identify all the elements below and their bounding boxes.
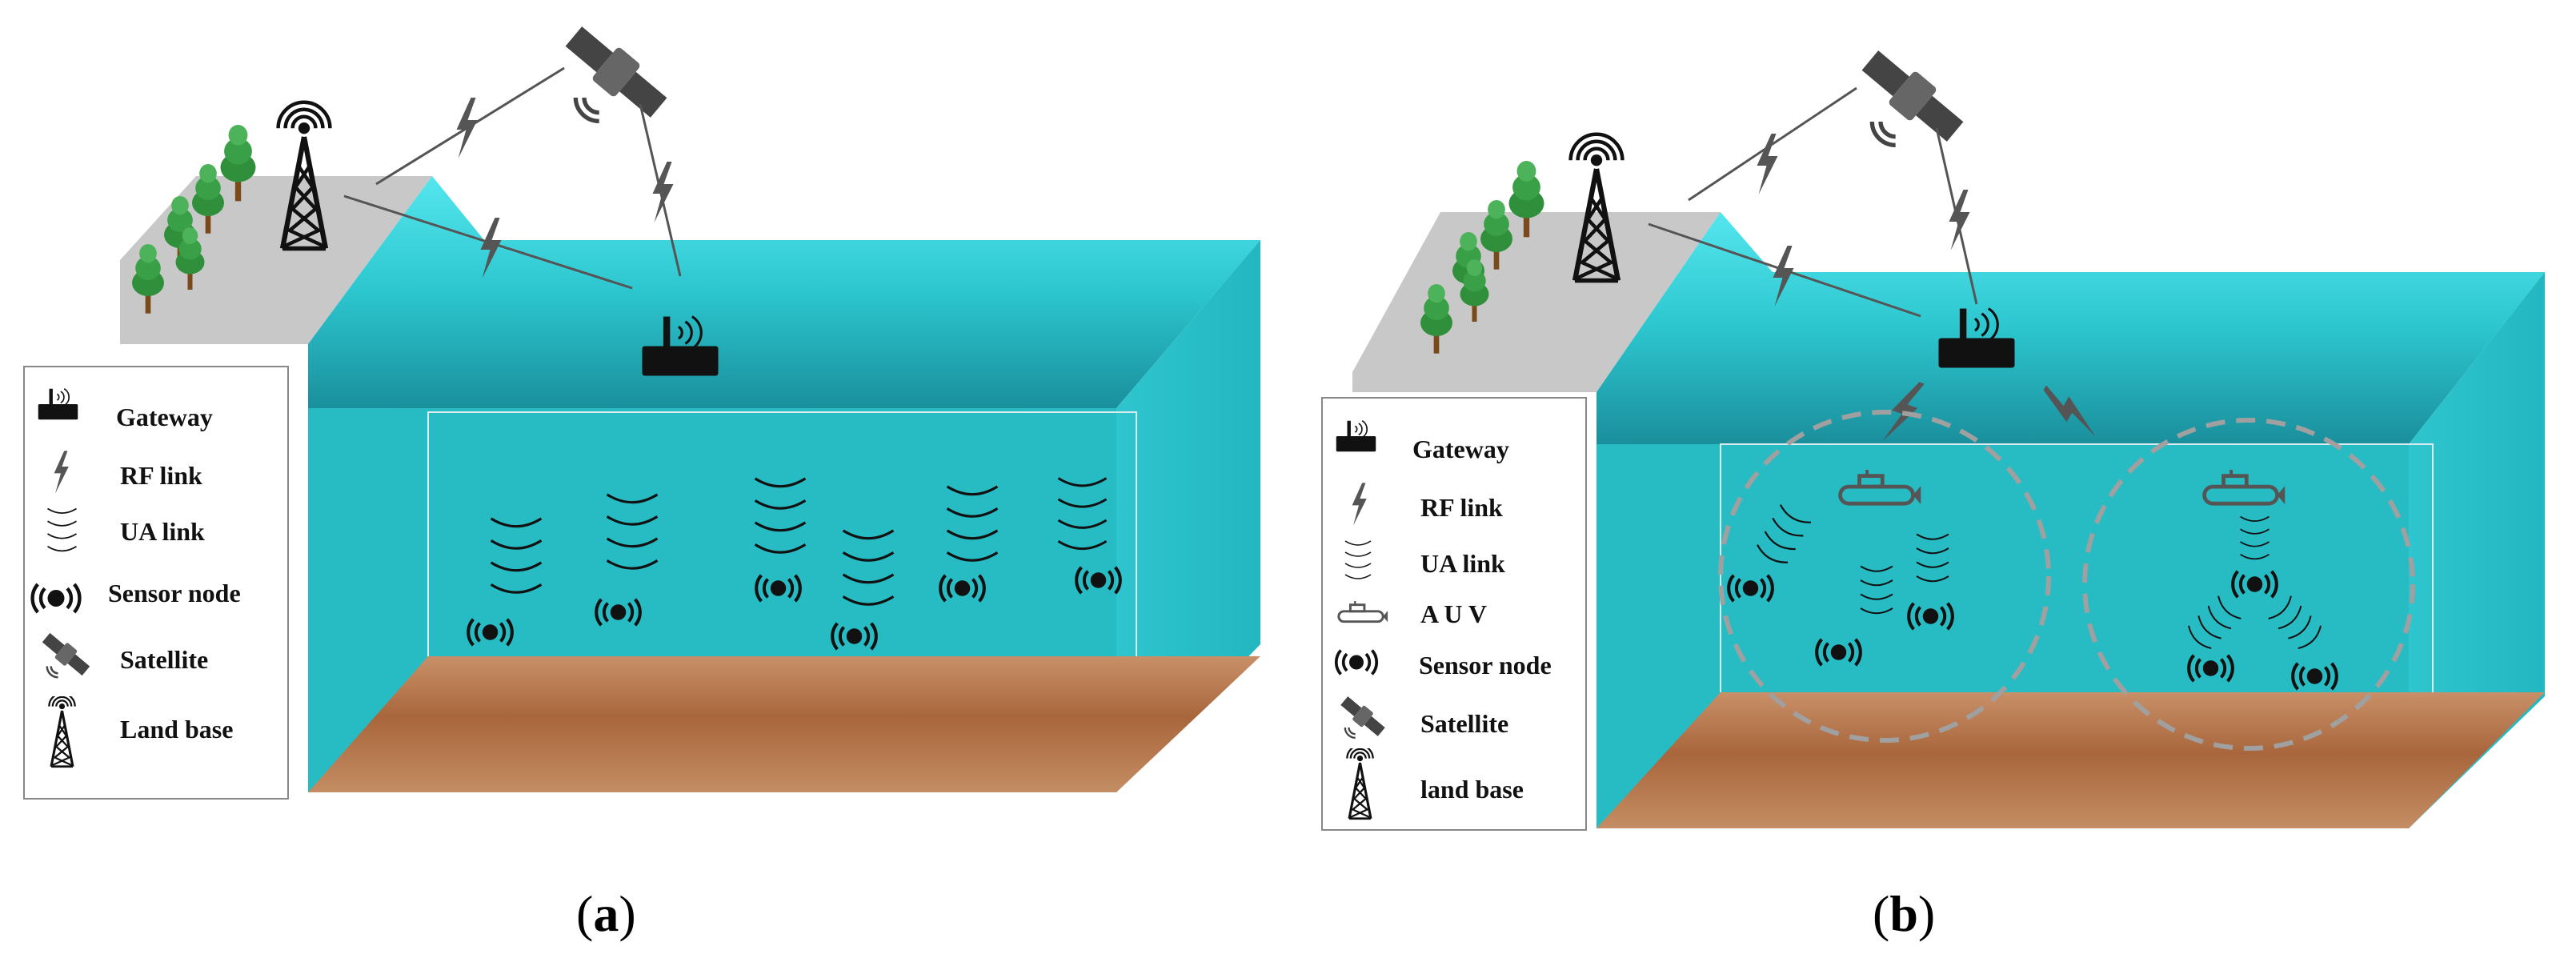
land-platform (120, 176, 432, 344)
water-surface (1596, 212, 2545, 444)
water-surface (308, 176, 1260, 408)
land-platform (1352, 212, 1721, 392)
satellite-icon (1857, 44, 1969, 148)
legend-b-rf-label: RF link (1420, 493, 1503, 522)
water-side (2409, 272, 2545, 828)
legend-b-gateway-label: Gateway (1412, 435, 1509, 463)
panel-caption-a-letter: a (593, 885, 619, 942)
panel-caption-b-letter: b (1889, 885, 1918, 942)
legend-a-rf-label: RF link (120, 461, 202, 490)
legend-b-ua-label: UA link (1420, 549, 1505, 578)
panel-caption-a: (a) (576, 885, 636, 942)
panel-a: Gateway RF link UA link Sensor node Sate… (23, 20, 1260, 800)
legend-b-sensor-label: Sensor node (1419, 651, 1552, 679)
legend-a-sensor-label: Sensor node (108, 579, 241, 607)
satellite-icon (560, 20, 673, 124)
rf-link-icon (456, 98, 478, 158)
cluster-boundary (1718, 410, 2051, 743)
panel-caption-b: (b) (1873, 885, 1936, 942)
water-side (1116, 240, 1260, 792)
legend-b-satellite-label: Satellite (1420, 709, 1508, 738)
legend-a-landbase-label: Land base (120, 715, 233, 744)
legend-a: Gateway RF link UA link Sensor node Sate… (23, 366, 289, 800)
legend-b-landbase-label: land base (1420, 775, 1524, 804)
legend-a-satellite-label: Satellite (120, 645, 208, 674)
legend-b: Gateway RF link UA link A U V Sensor nod… (1321, 397, 1587, 831)
cluster-boundary (2082, 418, 2415, 751)
legend-b-auv-label: A U V (1420, 599, 1487, 628)
legend-a-gateway-label: Gateway (116, 403, 213, 431)
legend-a-ua-label: UA link (120, 517, 205, 546)
seabed (308, 656, 1260, 792)
panel-b: Gateway RF link UA link A U V Sensor nod… (1321, 44, 2545, 831)
seabed (1596, 692, 2545, 828)
